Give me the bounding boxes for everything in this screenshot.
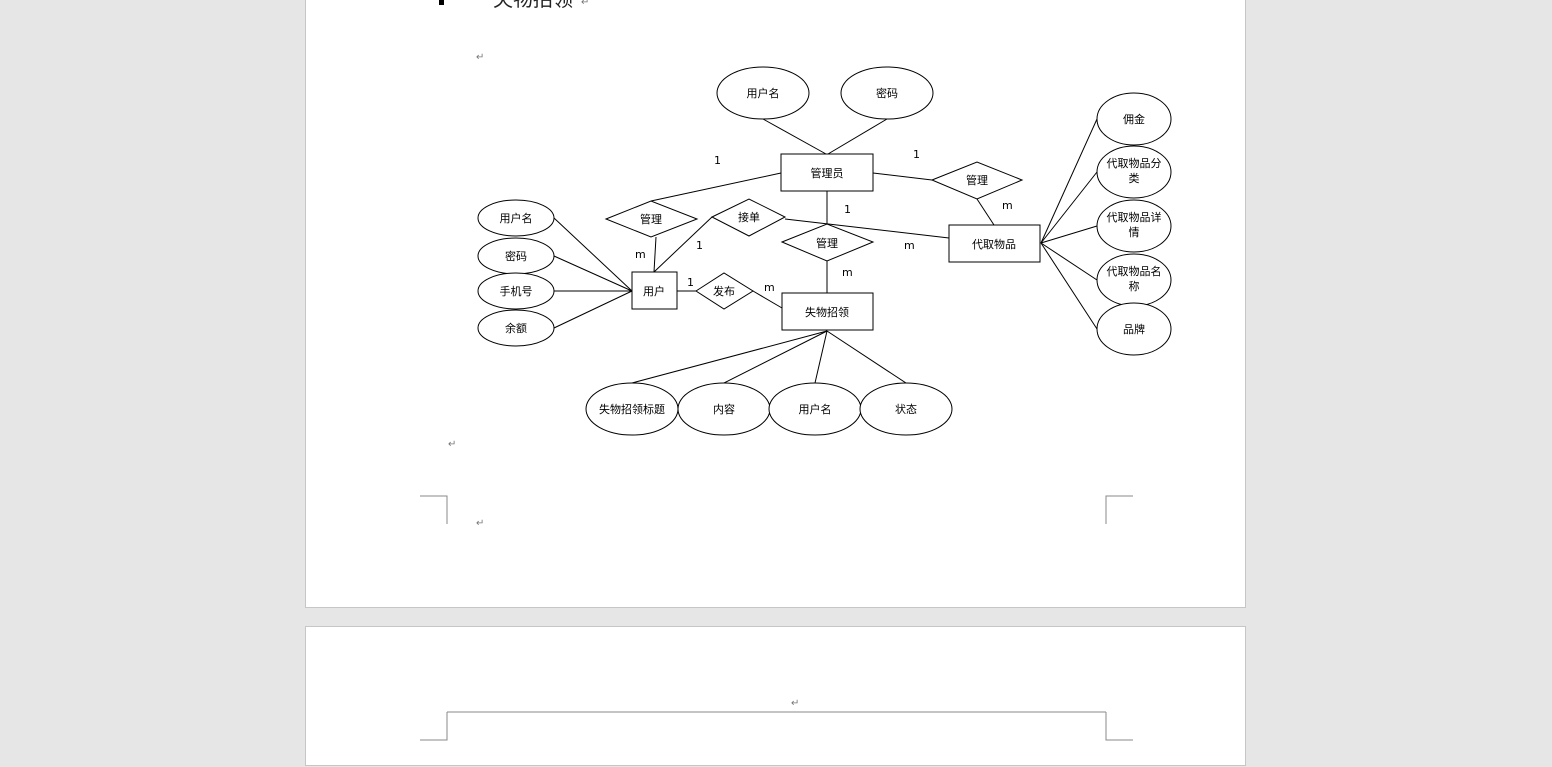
attr-lost-status[interactable]: 状态 <box>859 382 953 436</box>
relation-publish[interactable]: 发布 <box>695 272 754 310</box>
entity-lost-found[interactable]: 失物招领 <box>781 292 874 331</box>
cardinality-labels: 1 1 1 m 1 m m m 1 m <box>635 148 1013 294</box>
paragraph-mark-icon: ↵ <box>476 52 485 63</box>
attr-item-brand[interactable]: 品牌 <box>1096 302 1172 356</box>
relation-manage-item[interactable]: 管理 <box>930 161 1024 200</box>
paragraph-mark-icon: ↵ <box>581 0 590 8</box>
relation-manage-lost[interactable]: 管理 <box>780 223 875 262</box>
cardinality-label: m <box>904 239 915 252</box>
svg-text:密码: 密码 <box>505 249 527 263</box>
document-page-2: ↵ <box>305 626 1246 766</box>
svg-text:密码: 密码 <box>876 86 898 100</box>
cardinality-label: m <box>635 248 646 261</box>
svg-text:用户: 用户 <box>643 284 665 298</box>
attr-lost-username[interactable]: 用户名 <box>768 382 862 436</box>
svg-text:状态: 状态 <box>895 402 917 416</box>
cardinality-label: 1 <box>844 203 851 216</box>
cardinality-label: 1 <box>696 239 703 252</box>
entity-proxy-item[interactable]: 代取物品 <box>948 224 1041 263</box>
attr-lost-title[interactable]: 失物招领标题 <box>585 382 679 436</box>
svg-text:接单: 接单 <box>738 211 760 224</box>
svg-text:失物招领标题: 失物招领标题 <box>599 402 665 416</box>
svg-text:管理: 管理 <box>640 212 662 226</box>
margin-crop-marks <box>420 495 1133 524</box>
entity-user[interactable]: 用户 <box>631 271 678 310</box>
attr-item-detail[interactable]: 代取物品详 情 <box>1096 199 1172 253</box>
document-page-1: 失物招领 ↵ ↵ ↵ ↵ <box>305 0 1246 608</box>
svg-text:称: 称 <box>1129 279 1140 293</box>
svg-text:管理员: 管理员 <box>811 166 844 180</box>
cardinality-label: 1 <box>714 154 721 167</box>
relation-manage-user[interactable]: 管理 <box>604 200 699 238</box>
attr-admin-password[interactable]: 密码 <box>840 66 934 120</box>
svg-text:类: 类 <box>1129 171 1140 185</box>
svg-text:失物招领: 失物招领 <box>805 305 849 319</box>
attr-admin-username[interactable]: 用户名 <box>716 66 810 120</box>
paragraph-mark-icon: ↵ <box>448 439 457 450</box>
cardinality-label: m <box>842 266 853 279</box>
er-connectors <box>553 118 1098 384</box>
svg-text:代取物品详: 代取物品详 <box>1107 210 1162 224</box>
svg-text:管理: 管理 <box>816 236 838 250</box>
attr-item-name[interactable]: 代取物品名 称 <box>1096 253 1172 307</box>
attr-user-username[interactable]: 用户名 <box>477 199 555 237</box>
cardinality-label: 1 <box>687 276 694 289</box>
paragraph-mark-icon: ↵ <box>791 698 800 709</box>
cardinality-label: m <box>764 281 775 294</box>
attr-lost-content[interactable]: 内容 <box>677 382 771 436</box>
entity-admin[interactable]: 管理员 <box>780 153 874 192</box>
svg-text:用户名: 用户名 <box>799 402 832 416</box>
svg-text:用户名: 用户名 <box>747 86 780 100</box>
svg-text:品牌: 品牌 <box>1123 322 1145 336</box>
svg-text:佣金: 佣金 <box>1123 112 1145 126</box>
svg-text:用户名: 用户名 <box>500 211 533 225</box>
attr-user-password[interactable]: 密码 <box>477 237 555 275</box>
svg-text:内容: 内容 <box>713 402 735 416</box>
paragraph-mark-icon: ↵ <box>476 518 485 529</box>
svg-text:代取物品名: 代取物品名 <box>1107 264 1162 278</box>
svg-text:代取物品分: 代取物品分 <box>1107 156 1162 170</box>
cardinality-label: m <box>1002 199 1013 212</box>
section-heading[interactable]: 失物招领 <box>493 0 573 12</box>
list-bullet-icon <box>439 0 444 5</box>
svg-text:管理: 管理 <box>966 173 988 187</box>
svg-text:余额: 余额 <box>505 321 527 335</box>
cardinality-label: 1 <box>913 148 920 161</box>
relation-accept-order[interactable]: 接单 <box>710 198 787 237</box>
attr-user-balance[interactable]: 余额 <box>477 309 555 347</box>
svg-text:手机号: 手机号 <box>500 284 533 298</box>
svg-text:发布: 发布 <box>713 284 735 298</box>
svg-text:代取物品: 代取物品 <box>972 237 1016 251</box>
attr-item-commission[interactable]: 佣金 <box>1096 92 1172 146</box>
attr-item-category[interactable]: 代取物品分 类 <box>1096 145 1172 199</box>
attr-user-phone[interactable]: 手机号 <box>477 272 555 310</box>
svg-text:情: 情 <box>1129 226 1140 239</box>
page-2-margin-marks <box>420 711 1133 741</box>
er-diagram[interactable]: 管理员 用户 失物招领 代取物品 管理 接单 管理 管理 <box>306 0 1247 609</box>
